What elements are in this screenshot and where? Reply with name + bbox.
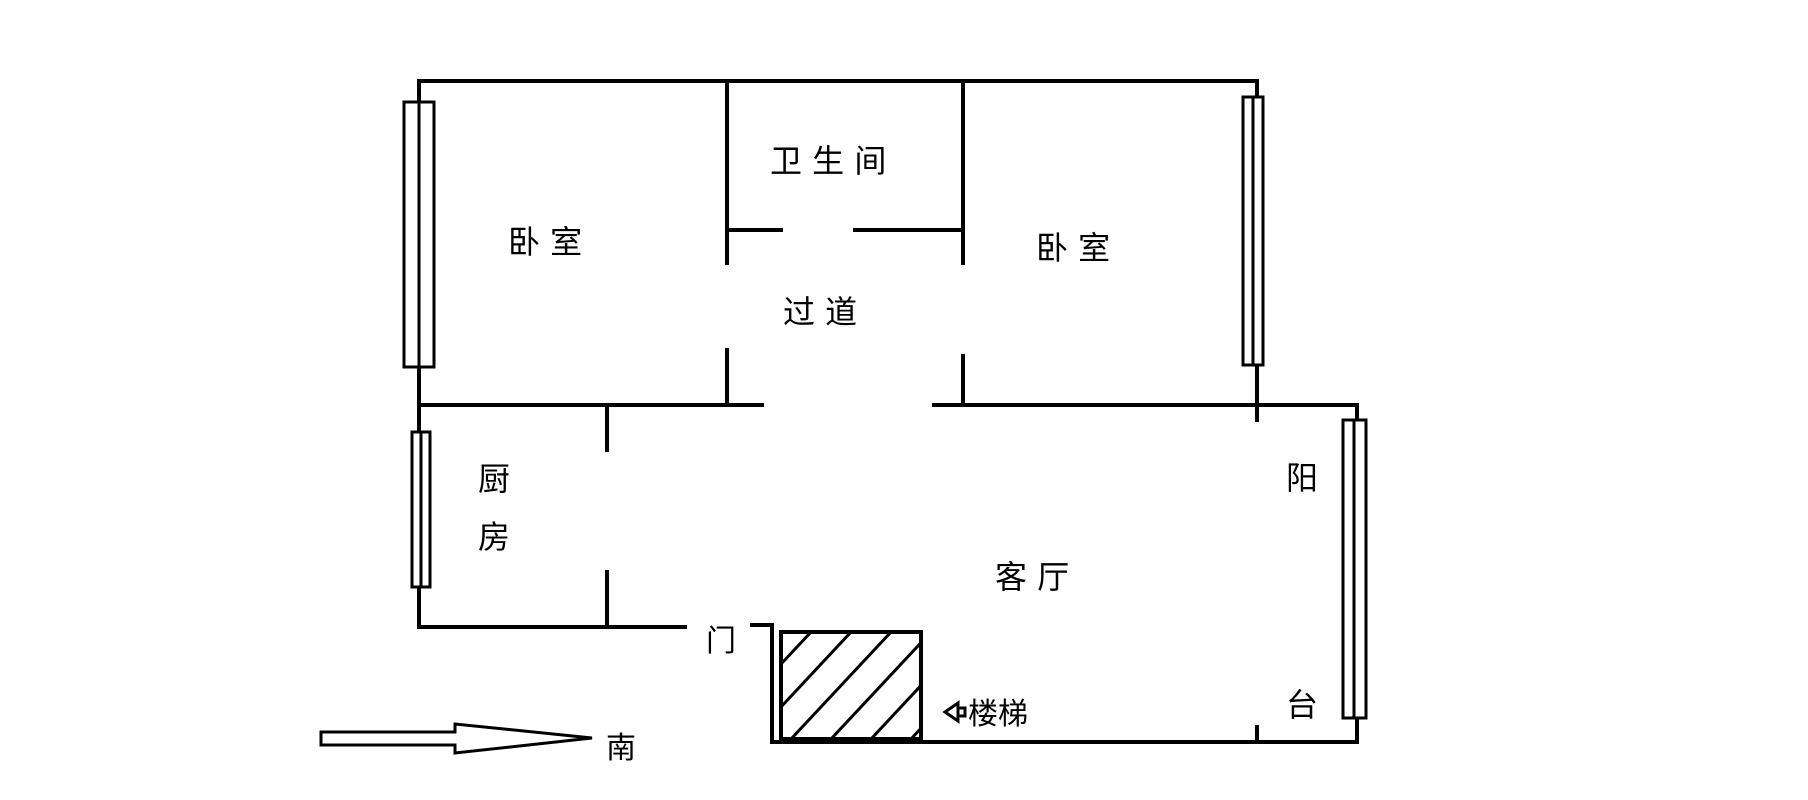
stairs-hatch	[779, 630, 923, 741]
kitchen-label-1: 厨	[478, 460, 510, 498]
door-label: 门	[706, 624, 736, 659]
bedroom-right-label: 卧 室	[1036, 229, 1110, 267]
stairs-label: 楼梯	[968, 697, 1028, 732]
kitchen-label-2: 房	[478, 518, 510, 556]
room-labels: 卧 室 卫 生 间 卧 室 过 道 厨 房 客 厅 阳 台 门 楼梯 南	[478, 142, 1318, 766]
living-room-label: 客 厅	[995, 558, 1069, 596]
corridor-label: 过 道	[783, 293, 857, 331]
balcony-label-1: 阳	[1286, 459, 1318, 497]
south-arrow-icon	[319, 722, 593, 755]
south-label: 南	[606, 731, 636, 766]
balcony-label-2: 台	[1286, 686, 1318, 724]
windows	[402, 95, 1368, 720]
bathroom-label: 卫 生 间	[770, 142, 886, 180]
left-arrow-icon	[942, 700, 967, 724]
bedroom-left-label: 卧 室	[508, 223, 582, 261]
